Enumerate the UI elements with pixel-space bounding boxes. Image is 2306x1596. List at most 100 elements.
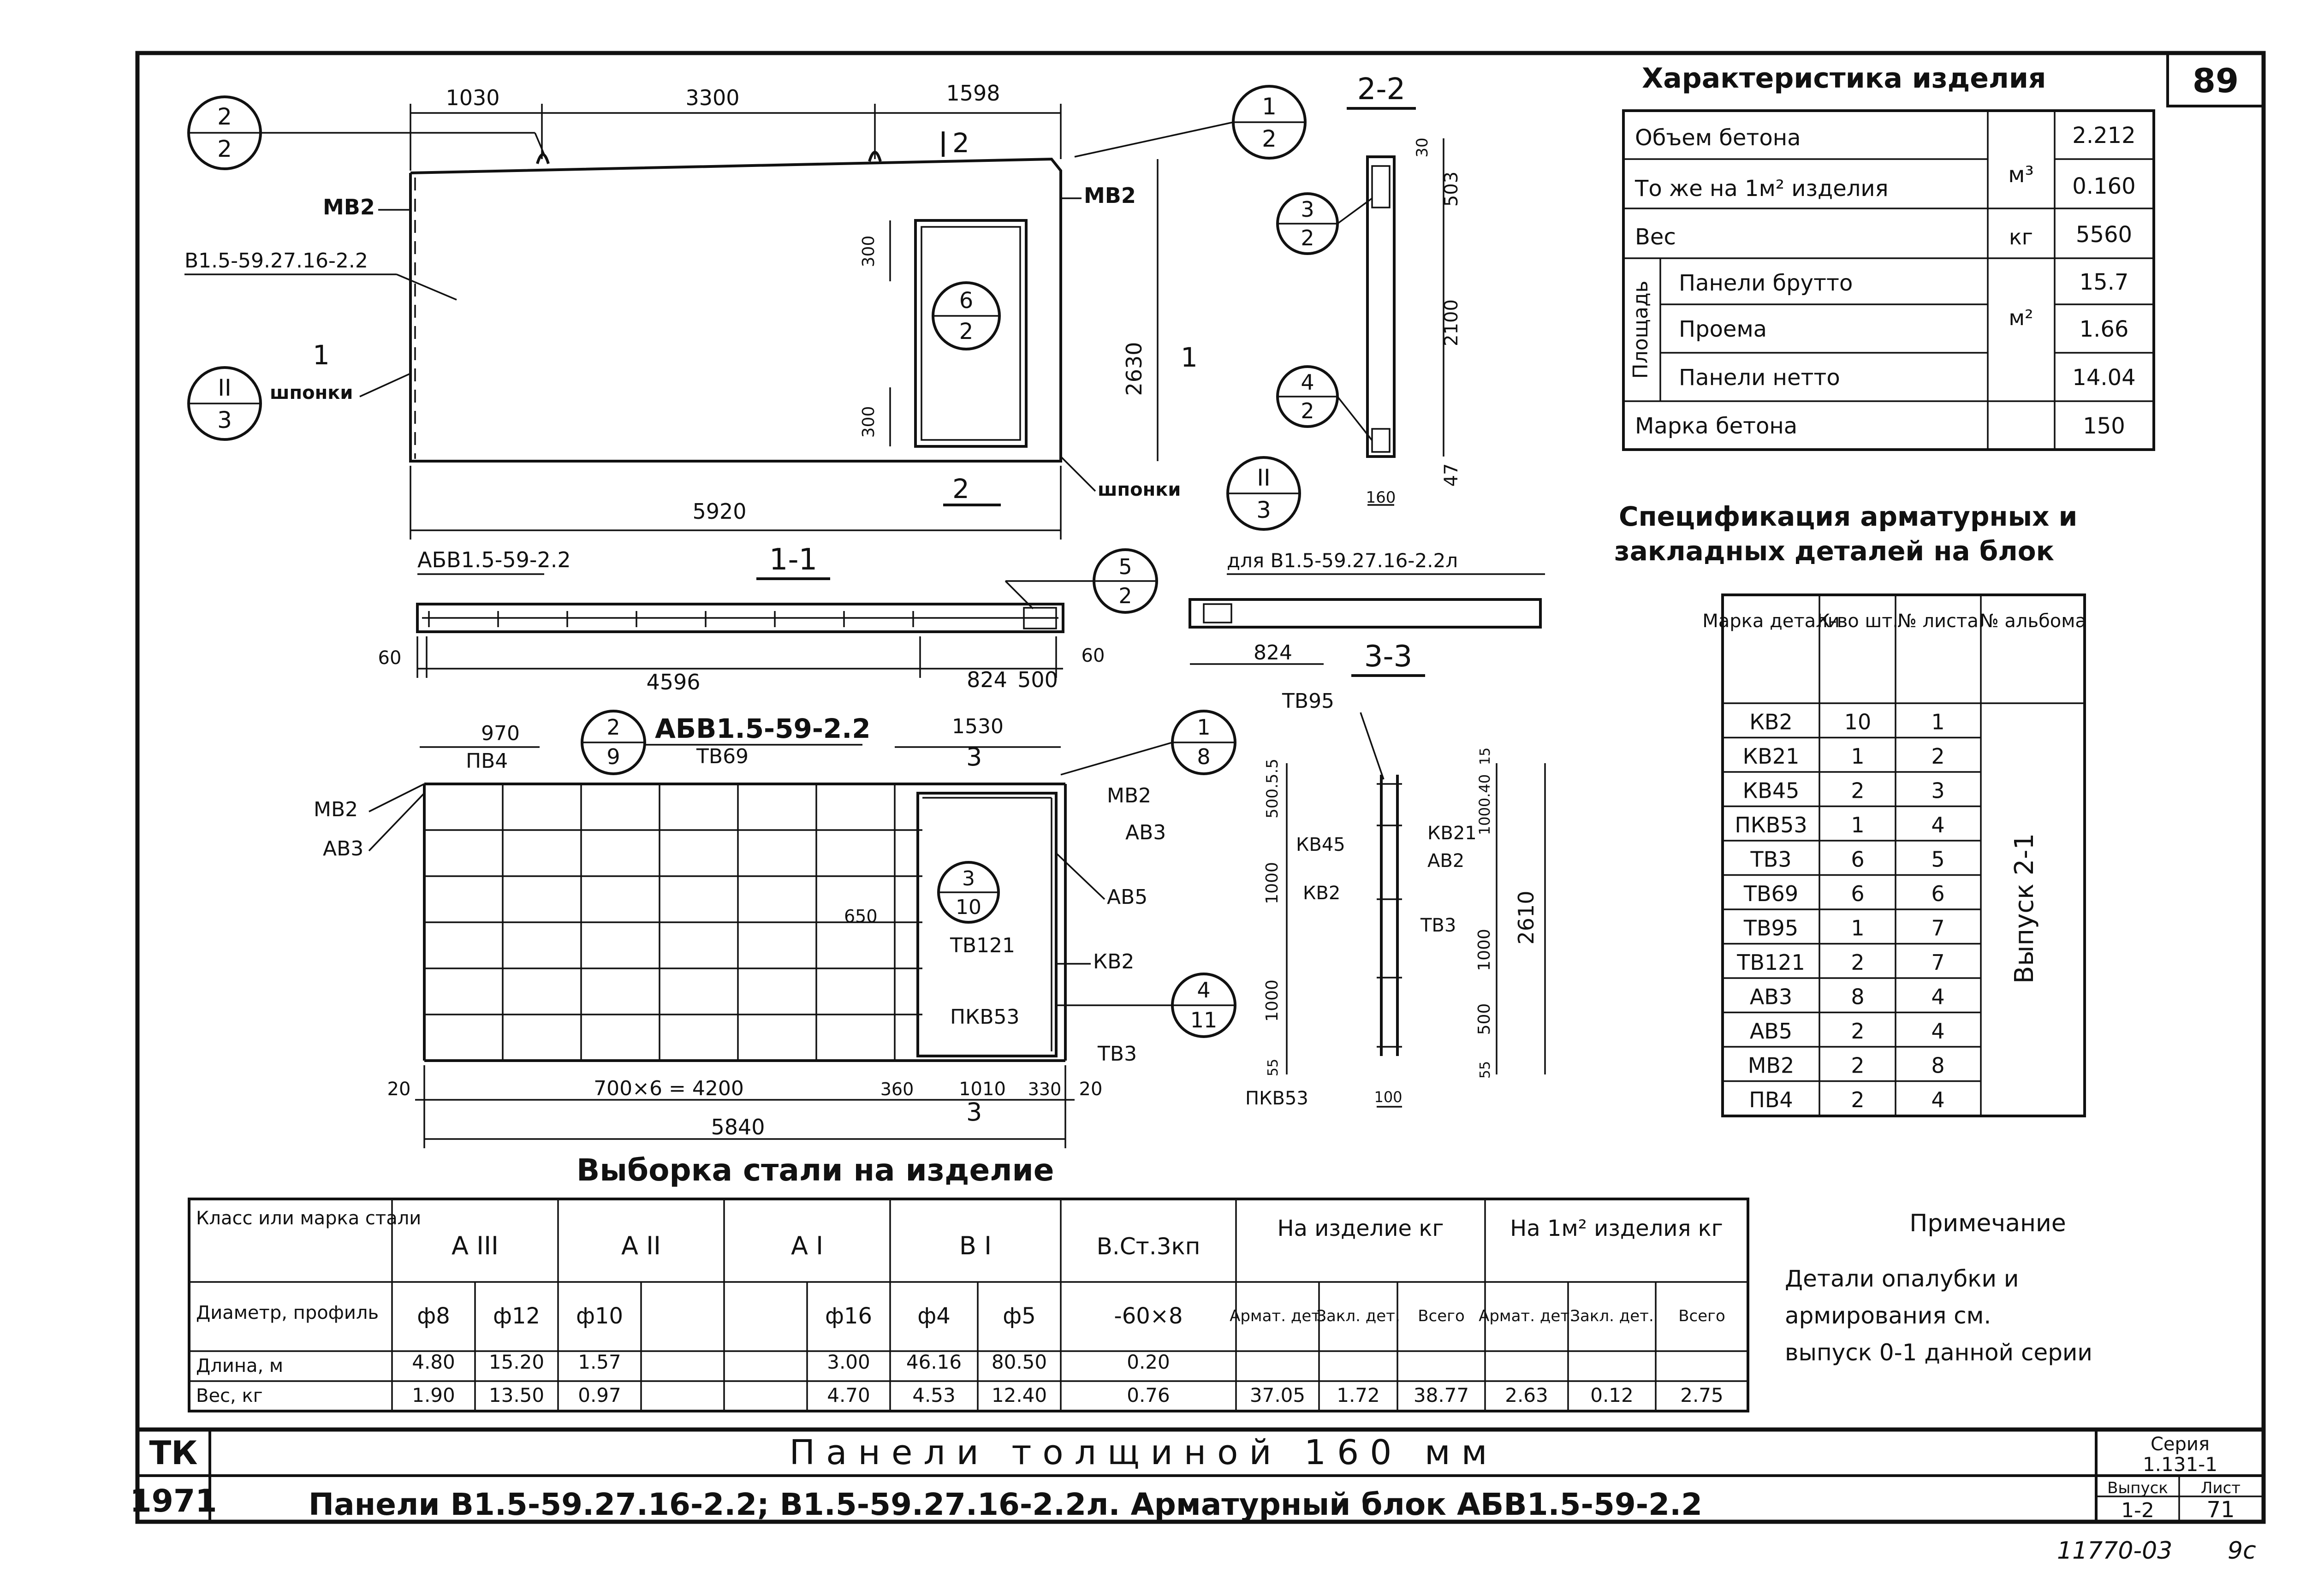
spec-cell: 2 xyxy=(1931,744,1944,769)
title-line-2: Панели В1.5-59.27.16-2.2; В1.5-59.27.16-… xyxy=(309,1487,1702,1522)
steel-subheader: Армат. дет. xyxy=(1479,1307,1575,1325)
block-label-pkv53: ПКВ53 xyxy=(950,1005,1020,1029)
section-1-1-title: 1-1 xyxy=(769,543,818,577)
char-unit-3: м² xyxy=(2009,305,2033,330)
char-label-1: То же на 1м² изделия xyxy=(1634,176,1888,202)
svg-text:15: 15 xyxy=(1477,748,1493,765)
spec-cell: МВ2 xyxy=(1748,1053,1795,1078)
dim-1030: 1030 xyxy=(446,85,499,110)
spec-cell: 2 xyxy=(1851,950,1864,975)
svg-text:1: 1 xyxy=(1262,93,1277,120)
spec-cell: 3 xyxy=(1931,778,1944,803)
frame-label-av2: АВ2 xyxy=(1427,850,1464,872)
steel-row-label-1: Длина, м xyxy=(196,1355,283,1376)
svg-text:1000: 1000 xyxy=(1475,929,1494,971)
svg-text:503: 503 xyxy=(1441,172,1462,207)
footer-code: 11770-03 xyxy=(2057,1537,2172,1565)
svg-text:1000.40: 1000.40 xyxy=(1476,774,1493,835)
label-shponki-left: шпонки xyxy=(270,382,353,403)
svg-text:2: 2 xyxy=(606,715,620,740)
steel-class-4: В.Ст.3кп xyxy=(1097,1233,1201,1260)
steel-cell-weights: 0.76 xyxy=(1127,1384,1170,1406)
frame-label-tv95: ТВ95 xyxy=(1282,689,1334,713)
svg-text:К-во шт.: К-во шт. xyxy=(1817,611,1898,632)
steel-title: Выборка стали на изделие xyxy=(576,1152,1054,1188)
svg-text:3: 3 xyxy=(217,407,232,433)
steel-class-0: А III xyxy=(452,1231,499,1260)
sheet-frame xyxy=(135,51,2266,1524)
char-label-5: Панели нетто xyxy=(1679,365,1840,391)
block-label-pv4: ПВ4 xyxy=(466,749,508,773)
svg-text:10: 10 xyxy=(956,896,981,919)
block-label-av5: АВ5 xyxy=(1107,885,1147,909)
spec-cell: 6 xyxy=(1851,881,1864,906)
steel-subheader: Закл. дет. xyxy=(1316,1307,1400,1325)
steel-per-m2: На 1м² изделия кг xyxy=(1510,1216,1723,1241)
steel-subheader: Всего xyxy=(1678,1307,1725,1325)
svg-text:№ листа: № листа xyxy=(1897,611,1979,632)
spec-cell: 6 xyxy=(1931,881,1944,906)
spec-cell: 1 xyxy=(1851,813,1864,837)
svg-text:1530: 1530 xyxy=(952,715,1004,738)
frame-label-tv3: ТВ3 xyxy=(1420,915,1456,936)
svg-text:2: 2 xyxy=(217,103,232,130)
spec-cell: 1 xyxy=(1851,744,1864,769)
svg-text:6: 6 xyxy=(959,288,974,314)
label-mv2-right: МВ2 xyxy=(1084,183,1136,208)
spec-cell: 2 xyxy=(1851,1087,1864,1112)
dim-5920: 5920 xyxy=(692,499,746,524)
label-shponki-right: шпонки xyxy=(1098,479,1181,500)
svg-text:4: 4 xyxy=(1197,978,1210,1003)
char-unit-2: кг xyxy=(2009,225,2033,249)
svg-text:20: 20 xyxy=(1079,1079,1103,1100)
frame-label-pkv53: ПКВ53 xyxy=(1245,1088,1308,1109)
steel-total: 2.63 xyxy=(1505,1384,1548,1406)
spec-cell: 1 xyxy=(1931,710,1944,735)
steel-cell-lengths: 0.20 xyxy=(1127,1351,1170,1373)
spec-cell: ТВ3 xyxy=(1750,847,1792,872)
svg-text:2: 2 xyxy=(1301,398,1314,423)
callout-3-2: 3 2 xyxy=(1276,192,1373,255)
char-value-3: 15.7 xyxy=(2080,269,2129,295)
callout-1-8: 1 8 xyxy=(1060,710,1236,776)
steel-total: 0.12 xyxy=(1590,1384,1634,1406)
section-mark-2-top: 2 xyxy=(952,127,969,159)
spec-cell: КВ2 xyxy=(1749,710,1792,735)
title-sheet-label: Лист xyxy=(2201,1479,2241,1497)
char-value-6: 150 xyxy=(2083,413,2125,439)
spec-cell: 10 xyxy=(1844,710,1872,735)
section-mark-1-left: 1 xyxy=(313,339,330,371)
spec-cell: 8 xyxy=(1851,985,1864,1009)
svg-text:9: 9 xyxy=(606,744,620,769)
section-mark-1-right: 1 xyxy=(1181,342,1198,373)
svg-text:3: 3 xyxy=(1256,497,1271,523)
steel-total: 2.75 xyxy=(1680,1384,1724,1406)
char-value-0: 2.212 xyxy=(2072,123,2135,148)
svg-text:II: II xyxy=(1257,464,1271,491)
dim-300-top: 300 xyxy=(859,236,878,267)
steel-cell-lengths: 1.57 xyxy=(578,1351,621,1373)
steel-cell-lengths: 3.00 xyxy=(827,1351,870,1373)
title-series-label: Серия xyxy=(2151,1434,2210,1455)
block-label-av3-left: АВ3 xyxy=(323,837,363,860)
svg-text:500: 500 xyxy=(1475,1003,1494,1035)
block-title: АБВ1.5-59-2.2 xyxy=(655,713,871,744)
steel-row-label-0: Диаметр, профиль xyxy=(196,1302,379,1323)
svg-text:160: 160 xyxy=(1366,488,1396,507)
svg-text:55: 55 xyxy=(1477,1061,1493,1079)
char-area-label: Площадь xyxy=(1629,281,1652,379)
svg-text:2610: 2610 xyxy=(1514,890,1539,944)
block-label-mv2-right: МВ2 xyxy=(1107,784,1151,807)
char-label-6: Марка бетона xyxy=(1635,413,1797,439)
note-line-2: выпуск 0-1 данной серии xyxy=(1785,1339,2092,1366)
spec-cell: 8 xyxy=(1931,1053,1944,1078)
title-year: 1971 xyxy=(130,1483,217,1519)
steel-class-header: Класс или марка стали xyxy=(196,1208,421,1229)
steel-class-2: А I xyxy=(791,1231,823,1260)
svg-text:100: 100 xyxy=(1374,1088,1402,1106)
svg-text:2: 2 xyxy=(1262,125,1277,152)
svg-text:1000: 1000 xyxy=(1263,979,1282,1022)
title-series: 1.131-1 xyxy=(2143,1453,2217,1476)
steel-subheader: Армат. дет. xyxy=(1230,1307,1325,1325)
section-2-2: 2-2 30 503 2100 47 160 xyxy=(1347,72,1462,507)
